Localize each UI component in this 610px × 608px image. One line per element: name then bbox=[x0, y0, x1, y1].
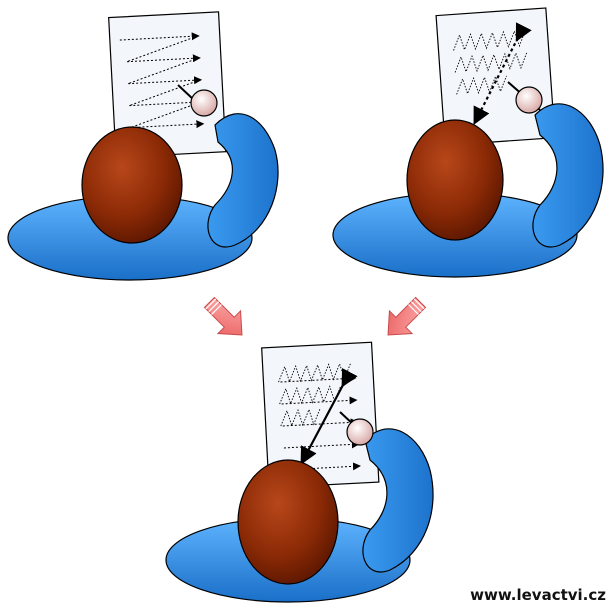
writing-arm bbox=[533, 104, 603, 247]
watermark-text: www.levactvi.cz bbox=[470, 586, 606, 604]
pen-hand bbox=[191, 90, 217, 116]
head bbox=[82, 127, 182, 243]
pen-hand bbox=[516, 87, 542, 113]
writing-arm bbox=[208, 114, 278, 247]
scene-top-left bbox=[8, 12, 278, 280]
head bbox=[238, 460, 338, 584]
writing-arm bbox=[363, 429, 433, 572]
head bbox=[407, 120, 503, 240]
arrow-right-to-center bbox=[377, 291, 432, 346]
scene-bottom-center bbox=[166, 342, 433, 602]
pen-hand bbox=[347, 419, 373, 445]
arrow-left-to-center bbox=[198, 291, 253, 346]
scene-top-right bbox=[333, 8, 603, 277]
